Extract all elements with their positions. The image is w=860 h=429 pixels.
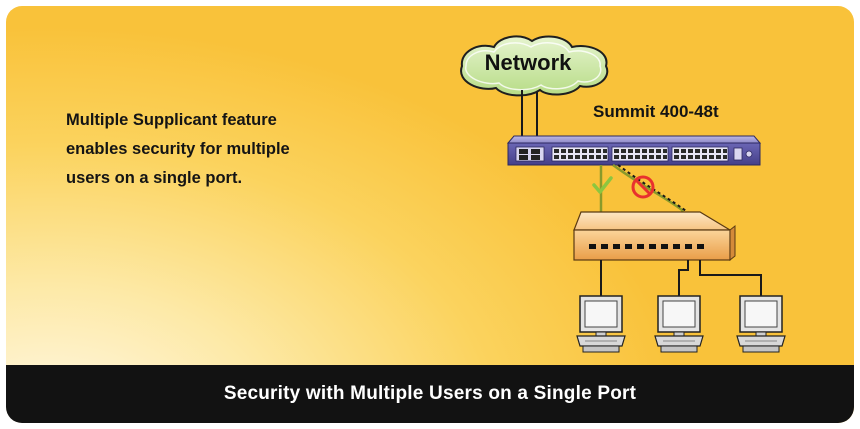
- caption-bar: Security with Multiple Users on a Single…: [6, 365, 854, 423]
- network-diagram: Network: [460, 35, 786, 353]
- network-cloud-icon: [460, 35, 609, 97]
- diagram-panel: Network: [6, 6, 854, 423]
- description-line: Multiple Supplicant feature: [66, 111, 277, 129]
- network-label: Network: [485, 50, 573, 75]
- description-line: enables security for multiple: [66, 140, 290, 158]
- computer-icon: [576, 295, 626, 353]
- computer-link: [678, 260, 689, 300]
- feature-description: Multiple Supplicant feature enables secu…: [66, 106, 366, 193]
- allowed-link: [612, 163, 692, 241]
- prohibited-icon: [631, 175, 655, 199]
- switch-model-label: Summit 400-48t: [593, 102, 719, 121]
- computer-icon: [736, 295, 786, 353]
- switch-icon: [506, 135, 762, 166]
- computer-link: [699, 260, 762, 300]
- hub-icon: [573, 211, 736, 262]
- caption-title: Security with Multiple Users on a Single…: [223, 383, 637, 404]
- description-line: users on a single port.: [66, 169, 243, 187]
- computer-icon: [654, 295, 704, 353]
- checkmark-icon: [592, 176, 613, 194]
